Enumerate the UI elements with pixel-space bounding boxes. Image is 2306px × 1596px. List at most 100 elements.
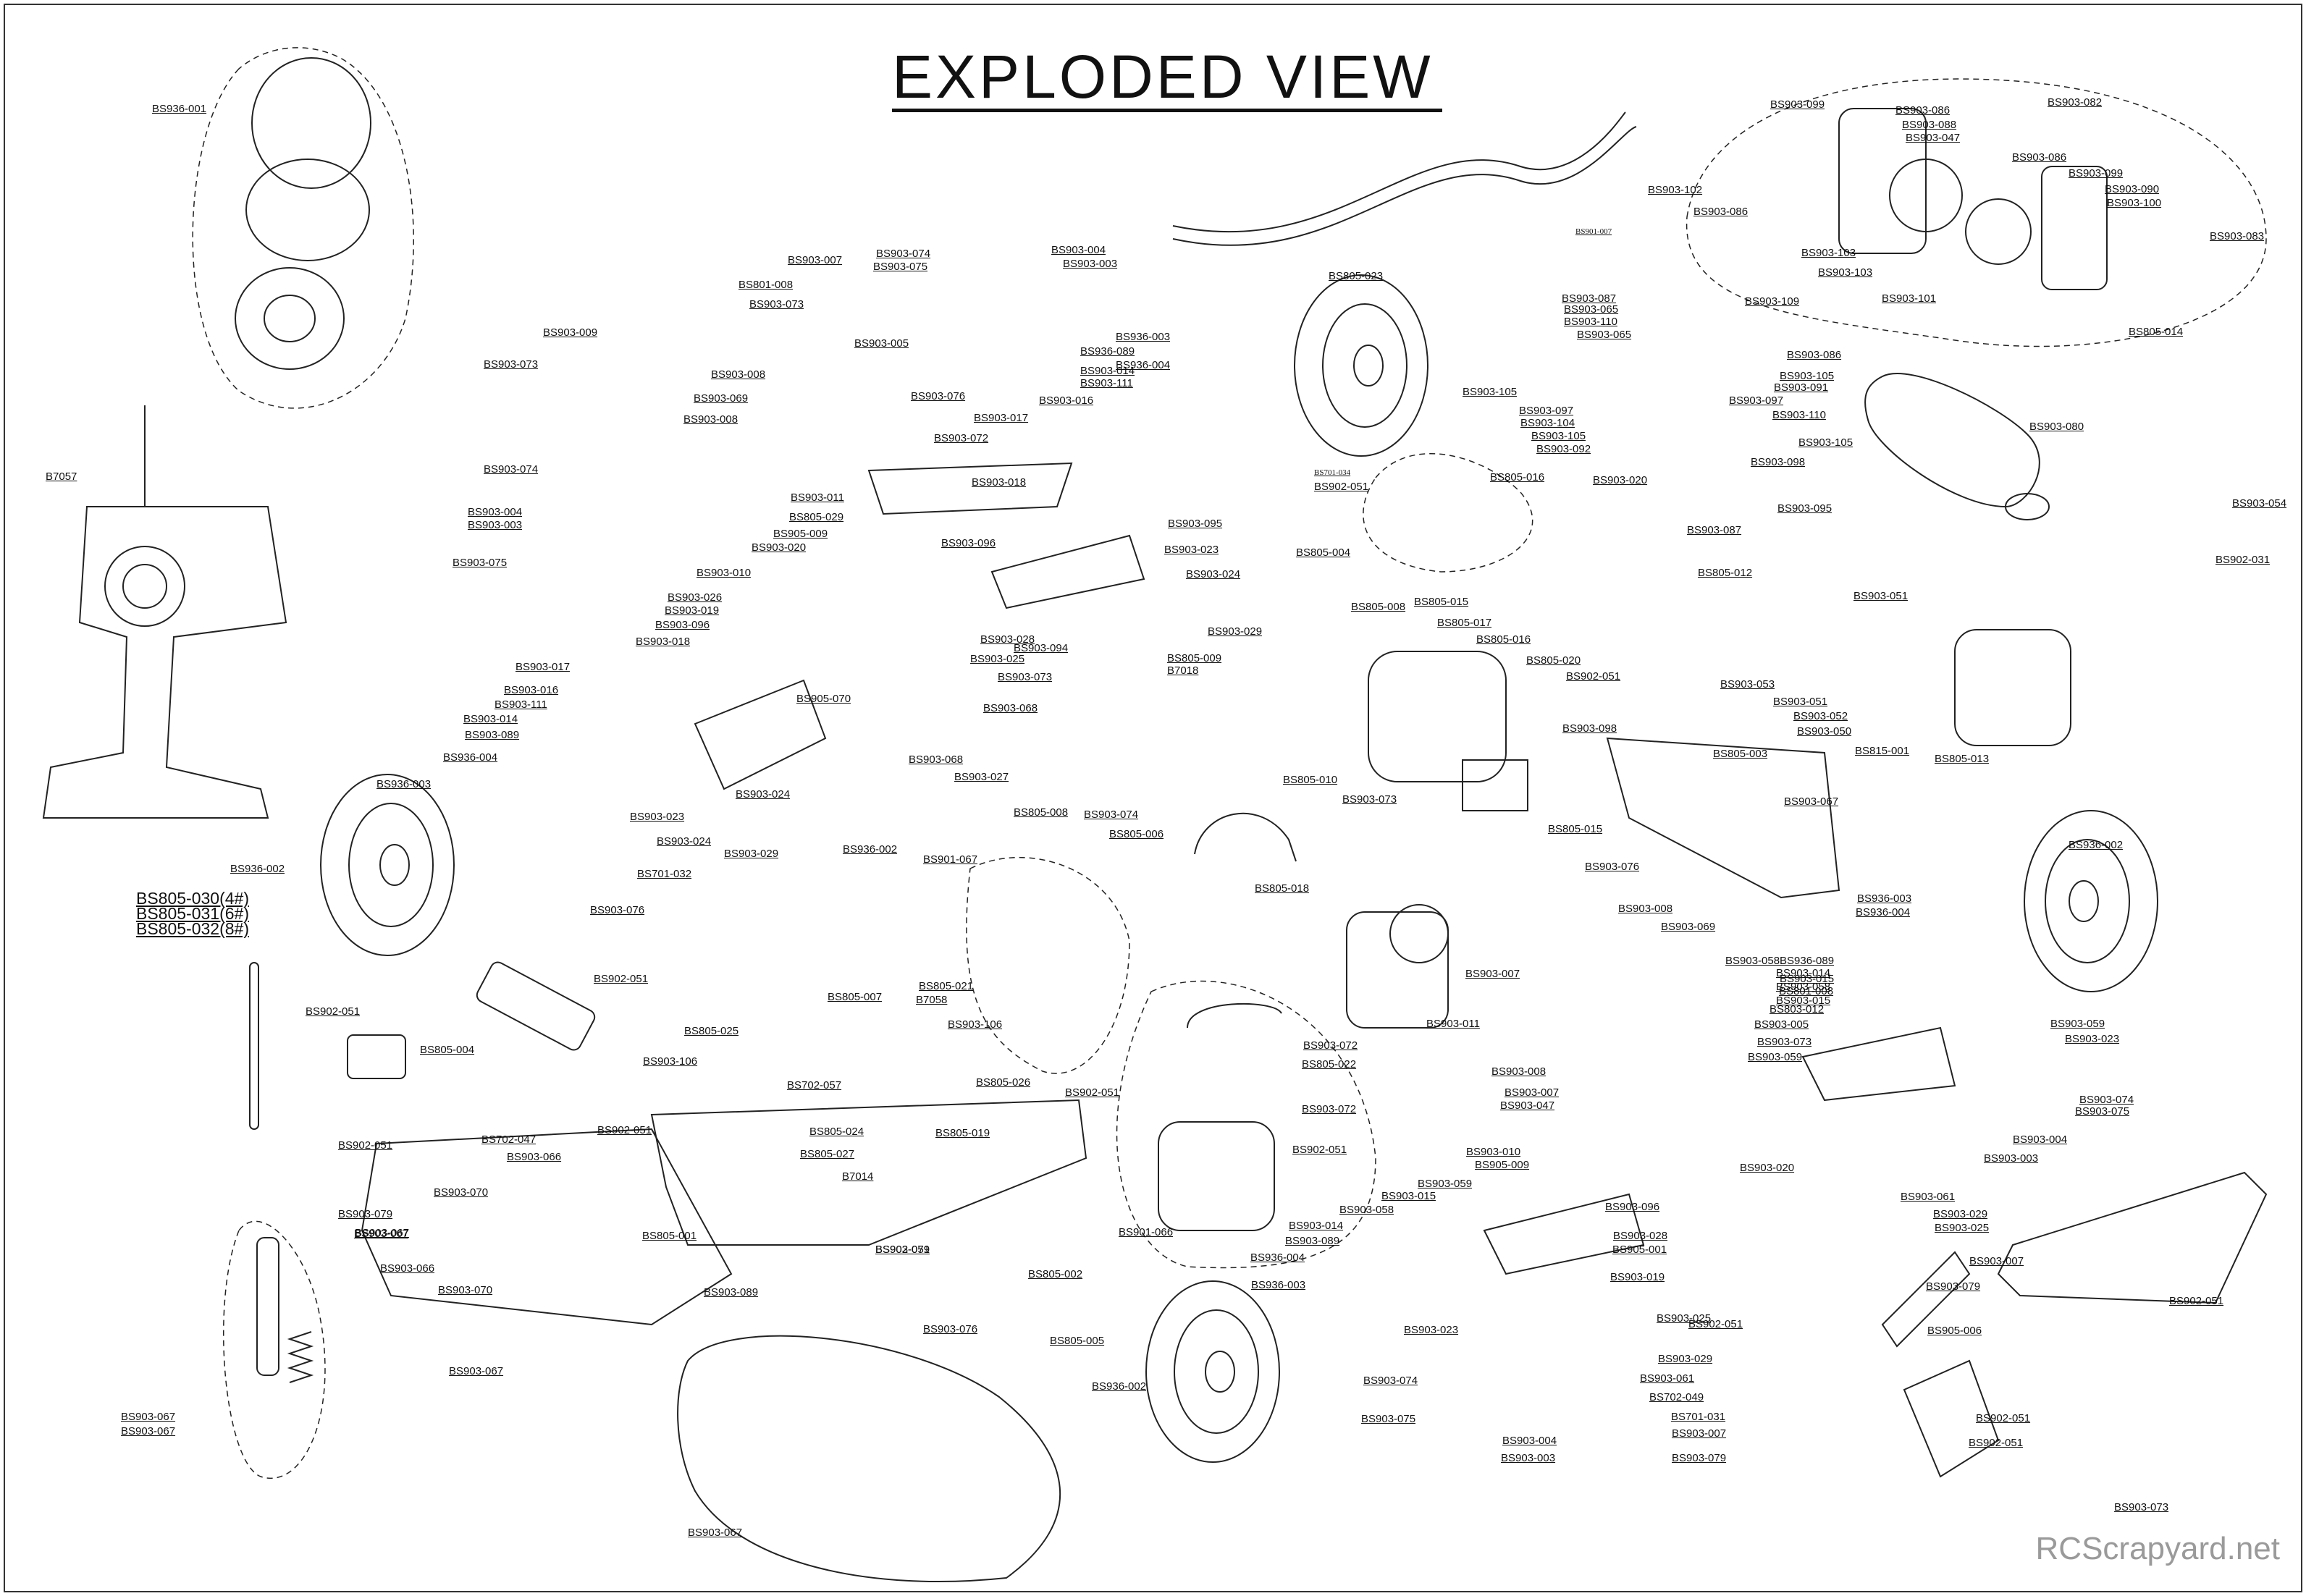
part-label: BS805-006 xyxy=(1109,828,1164,840)
part-label: BS903-105 xyxy=(1798,436,1853,449)
part-label: BS936-003 xyxy=(1251,1279,1306,1291)
part-label: BS903-073 xyxy=(749,298,804,311)
part-label: BS903-003 xyxy=(468,519,523,531)
part-label: BS903-103 xyxy=(1818,266,1873,279)
front-bumper xyxy=(1903,1359,2000,1478)
part-label: BS903-017 xyxy=(974,412,1029,424)
part-label: BS903-067 xyxy=(121,1411,176,1423)
wheel-rear-left xyxy=(1294,274,1428,457)
part-label: BS805-001 xyxy=(642,1230,697,1242)
part-label: BS903-099 xyxy=(1770,98,1825,111)
part-label: BS903-020 xyxy=(752,541,807,554)
part-label: BS903-102 xyxy=(1648,184,1703,196)
part-label: BS903-104 xyxy=(1520,417,1575,429)
part-label: BS936-004 xyxy=(1116,359,1171,371)
part-label: BS903-075 xyxy=(453,557,508,569)
muffler xyxy=(1864,373,2050,520)
part-label: BS903-015 xyxy=(1381,1190,1436,1202)
part-label: BS903-004 xyxy=(1051,244,1106,256)
part-label: BS805-023 xyxy=(1329,270,1384,282)
main-chassis xyxy=(650,1099,1087,1246)
part-label: BS903-095 xyxy=(1168,518,1223,530)
part-label: BS903-058 xyxy=(1339,1204,1394,1216)
part-label: B7057 xyxy=(46,470,77,483)
part-label: BS801-008 xyxy=(738,279,794,291)
part-label: BS936-002 xyxy=(1092,1380,1147,1393)
watermark: RCScrapyard.net xyxy=(2035,1531,2280,1566)
part-label: BS903-099 xyxy=(2069,167,2124,180)
part-label: B7018 xyxy=(1167,664,1199,677)
part-label: BS902-031 xyxy=(2215,554,2271,566)
part-label: BS902-051 xyxy=(1976,1412,2031,1424)
part-label: BS903-023 xyxy=(2065,1033,2120,1045)
part-label: BS903-109 xyxy=(1745,295,1800,308)
part-label: BS903-065 xyxy=(1577,329,1632,341)
part-label: BS903-004 xyxy=(468,506,523,518)
part-label: BS805-016 xyxy=(1490,471,1545,484)
part-label: BS805-007 xyxy=(828,991,883,1003)
part-label: BS902-051 xyxy=(338,1139,393,1152)
part-label: BS701-031 xyxy=(1671,1411,1726,1423)
part-label: BS805-026 xyxy=(976,1076,1031,1089)
part-label: BS903-028 xyxy=(1613,1230,1668,1242)
part-label: BS903-059 xyxy=(2050,1018,2105,1030)
part-label: BS903-106 xyxy=(948,1018,1003,1031)
part-label: BS903-075 xyxy=(1361,1413,1416,1425)
part-label: BS903-019 xyxy=(1610,1271,1665,1283)
part-label: BS815-001 xyxy=(1855,745,1910,757)
spare-tire xyxy=(192,47,414,409)
bumper-rear xyxy=(867,462,1073,515)
part-label: BS903-023 xyxy=(630,811,685,823)
part-label: BS702-049 xyxy=(1649,1391,1704,1403)
part-label: BS903-106 xyxy=(643,1055,698,1068)
title-underline xyxy=(892,109,1442,112)
part-label: BS903-059 xyxy=(1418,1178,1473,1190)
part-label: B7014 xyxy=(842,1170,874,1183)
part-label: BS903-074 xyxy=(1363,1375,1418,1387)
shock-bottom-left xyxy=(223,1220,326,1479)
part-label: BS903-020 xyxy=(1593,474,1648,486)
part-label: BS903-008 xyxy=(1491,1065,1547,1078)
part-label: BS903-026 xyxy=(668,591,723,604)
part-label: BS903-058 xyxy=(1776,981,1831,993)
part-label: BS903-016 xyxy=(504,684,559,696)
part-label: BS903-105 xyxy=(1780,370,1835,382)
part-label: BS903-082 xyxy=(2048,96,2103,109)
fuel-tank xyxy=(1116,980,1376,1269)
part-label: BS805-014 xyxy=(2129,326,2184,338)
part-label: BS903-051 xyxy=(1773,696,1828,708)
part-label: BS903-065 xyxy=(1564,303,1619,316)
part-label: BS903-008 xyxy=(711,368,766,381)
part-label: BS805-015 xyxy=(1414,596,1469,608)
part-label: BS903-011 xyxy=(791,491,844,504)
gearbox-group-outline xyxy=(1686,78,2267,347)
part-label: BS901-066 xyxy=(1119,1226,1174,1238)
part-label: BS936-004 xyxy=(1856,906,1911,919)
part-label: BS805-004 xyxy=(420,1044,475,1056)
part-label: BS903-023 xyxy=(1404,1324,1459,1336)
part-label: BS903-111 xyxy=(495,698,547,711)
part-label: BS903-061 xyxy=(1640,1372,1695,1385)
part-label: BS903-069 xyxy=(1661,921,1716,933)
part-label: BS903-086 xyxy=(1693,206,1749,218)
part-label: BS936-003 xyxy=(376,778,432,790)
part-label: BS903-068 xyxy=(983,702,1038,714)
part-label: BS805-017 xyxy=(1437,617,1492,629)
part-label: BS903-058 xyxy=(1725,955,1780,967)
part-label: BS903-070 xyxy=(438,1284,493,1296)
rear-wing xyxy=(1997,1171,2268,1304)
part-label: BS903-086 xyxy=(2012,151,2067,164)
a-arm-rear xyxy=(990,534,1145,609)
part-label: BS903-105 xyxy=(1463,386,1518,398)
clutch-group-outline xyxy=(1363,453,1533,573)
part-label: BS903-005 xyxy=(1754,1018,1809,1031)
part-label: BS903-014 xyxy=(463,713,518,725)
wheel-front-right xyxy=(1145,1280,1280,1463)
part-label: BS903-067 xyxy=(354,1228,409,1240)
part-label: BS903-096 xyxy=(655,619,710,631)
part-label: BS903-074 xyxy=(2079,1094,2134,1106)
part-label: BS902-051 xyxy=(875,1244,930,1256)
part-label: BS901-007 xyxy=(1575,227,1612,236)
part-label: BS903-007 xyxy=(788,254,843,266)
